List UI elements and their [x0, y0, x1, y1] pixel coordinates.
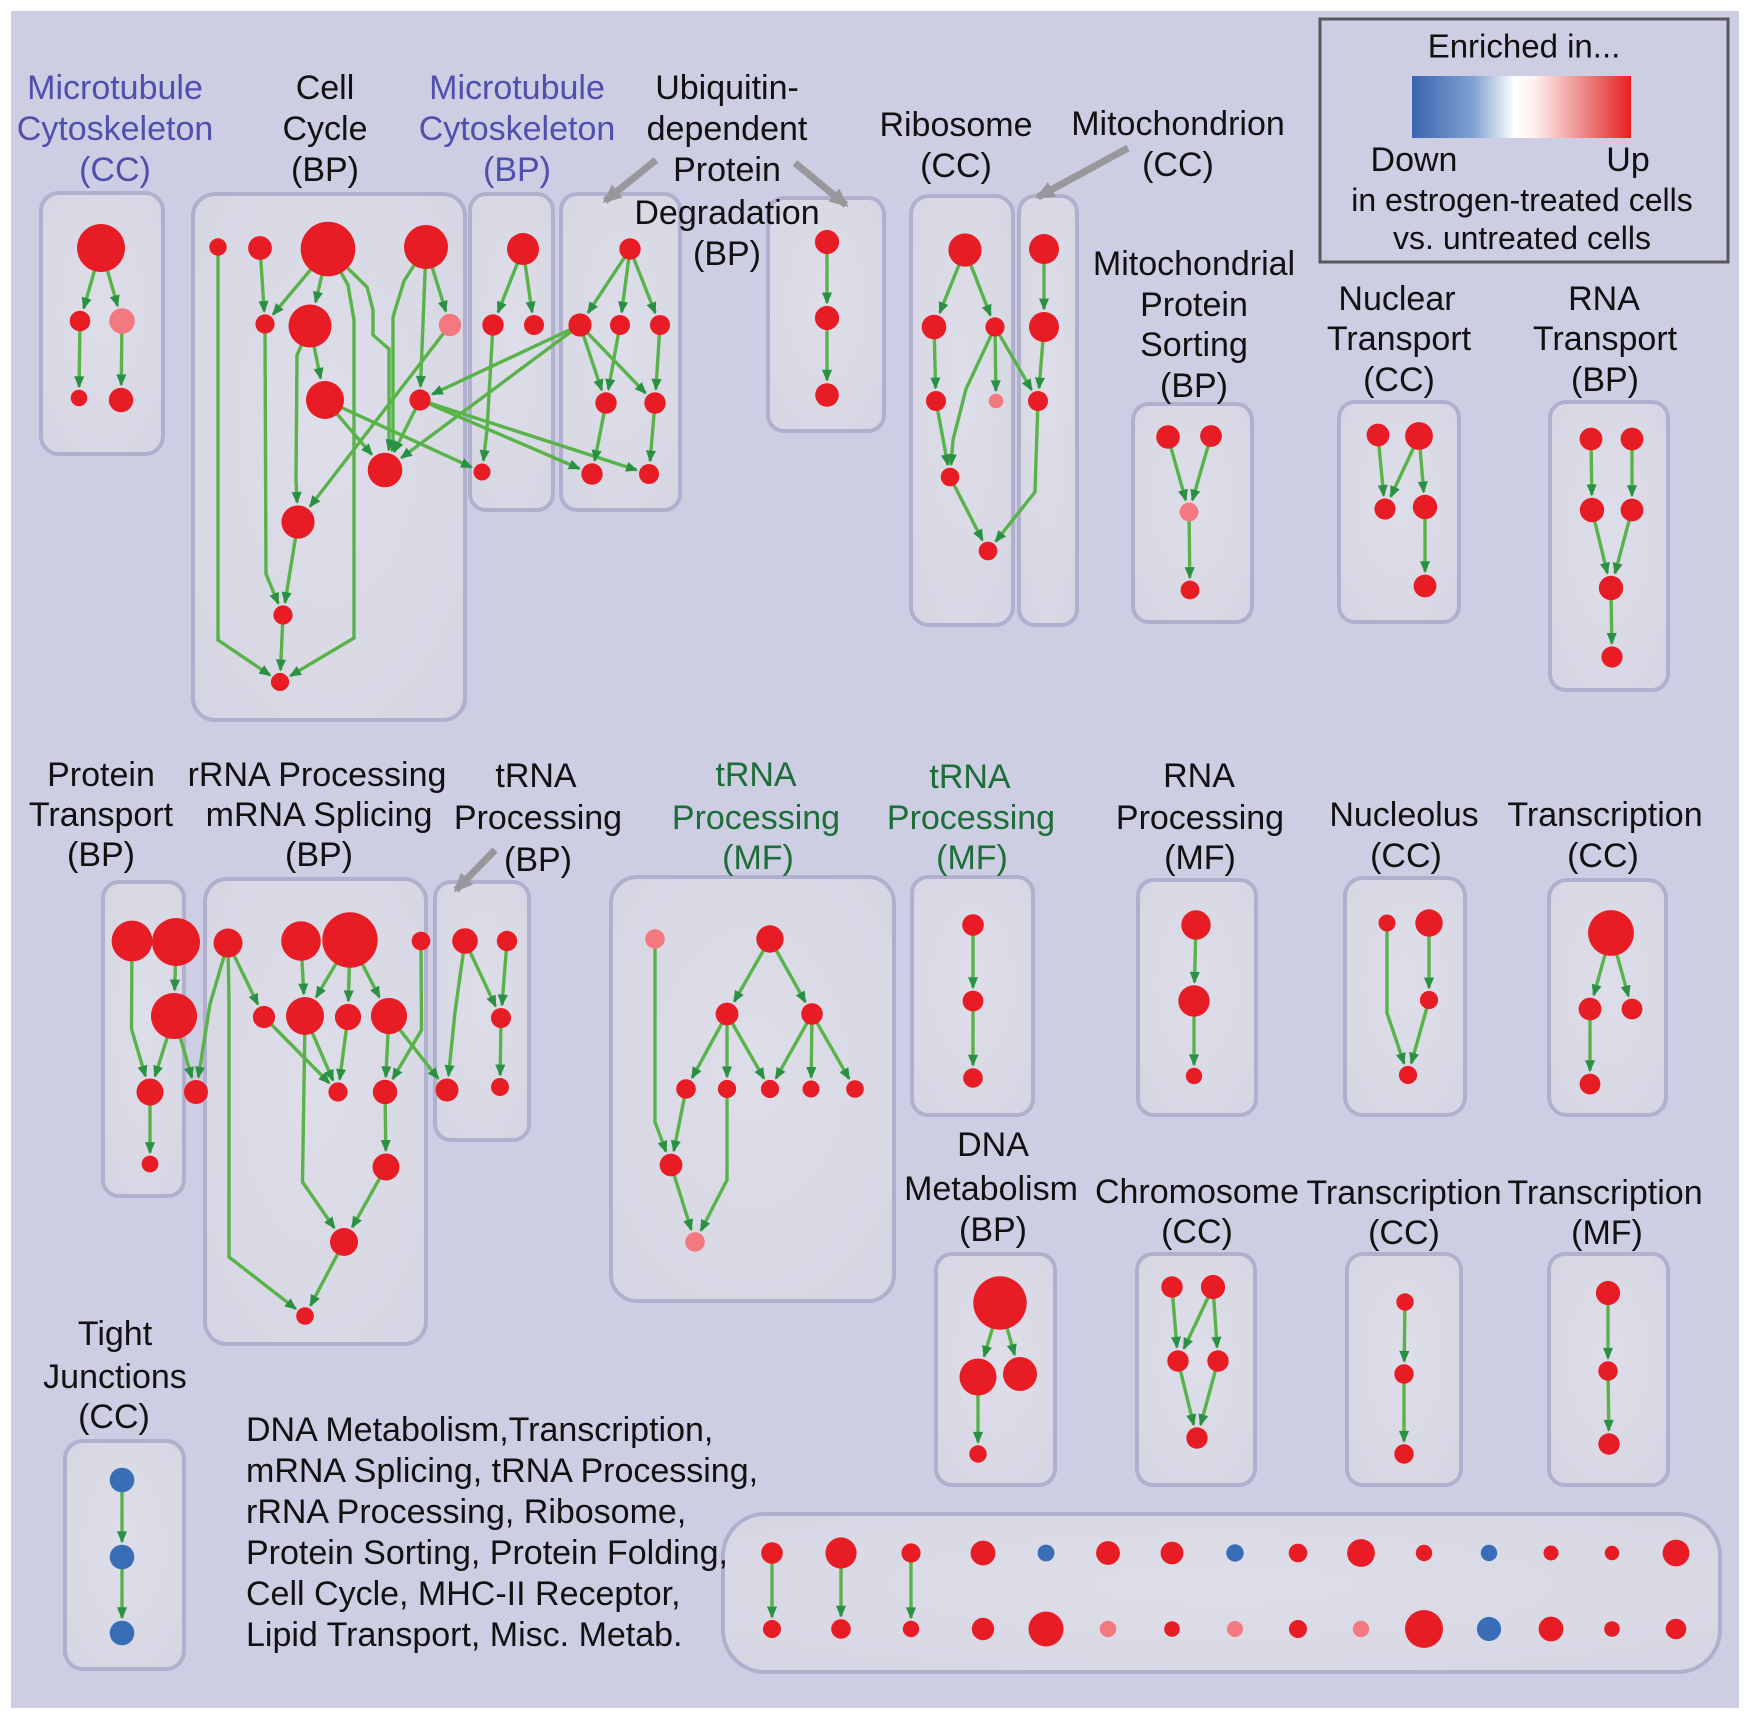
svg-text:Microtubule: Microtubule [429, 69, 605, 107]
svg-text:Ribosome: Ribosome [879, 106, 1032, 144]
svg-text:(CC): (CC) [1363, 361, 1435, 399]
svg-text:Nuclear: Nuclear [1338, 280, 1455, 318]
svg-text:Nucleolus: Nucleolus [1329, 796, 1478, 834]
svg-text:Protein Sorting, Protein Foldi: Protein Sorting, Protein Folding, [246, 1534, 728, 1572]
svg-text:Cell Cycle, MHC-II Receptor,: Cell Cycle, MHC-II Receptor, [246, 1575, 681, 1613]
svg-text:Protein: Protein [47, 756, 155, 794]
svg-text:DNA: DNA [957, 1126, 1029, 1164]
svg-text:RNA: RNA [1163, 757, 1235, 795]
svg-text:mRNA Splicing: mRNA Splicing [206, 796, 433, 834]
svg-text:(CC): (CC) [1161, 1213, 1233, 1251]
svg-text:(MF): (MF) [722, 839, 794, 877]
svg-text:(CC): (CC) [78, 1398, 150, 1436]
svg-text:Microtubule: Microtubule [27, 69, 203, 107]
svg-text:Ubiquitin-: Ubiquitin- [655, 69, 799, 107]
svg-text:tRNA: tRNA [495, 757, 577, 795]
svg-text:rRNA Processing: rRNA Processing [188, 756, 447, 794]
svg-text:Transcription: Transcription [1306, 1174, 1501, 1212]
svg-text:(BP): (BP) [483, 151, 551, 189]
svg-text:Processing: Processing [454, 799, 622, 837]
svg-text:RNA: RNA [1568, 280, 1640, 318]
svg-text:(CC): (CC) [1142, 146, 1214, 184]
svg-text:tRNA: tRNA [715, 756, 797, 794]
svg-text:(MF): (MF) [1571, 1214, 1643, 1252]
svg-text:(BP): (BP) [504, 841, 572, 879]
svg-text:mRNA Splicing, tRNA Processing: mRNA Splicing, tRNA Processing, [246, 1452, 758, 1490]
svg-text:(CC): (CC) [1368, 1214, 1440, 1252]
svg-text:Cytoskeleton: Cytoskeleton [17, 110, 214, 148]
svg-text:(CC): (CC) [1567, 837, 1639, 875]
svg-text:tRNA: tRNA [929, 758, 1011, 796]
svg-text:vs. untreated cells: vs. untreated cells [1393, 220, 1651, 256]
svg-text:(BP): (BP) [1160, 367, 1228, 405]
svg-text:(MF): (MF) [1164, 839, 1236, 877]
svg-text:Mitochondrion: Mitochondrion [1071, 105, 1285, 143]
svg-text:Cell: Cell [296, 69, 355, 107]
svg-text:Transport: Transport [1327, 320, 1472, 358]
svg-text:(MF): (MF) [936, 839, 1008, 877]
svg-text:Transport: Transport [29, 796, 174, 834]
svg-text:(BP): (BP) [291, 151, 359, 189]
svg-text:Transport: Transport [1533, 320, 1678, 358]
svg-text:Protein: Protein [1140, 286, 1248, 324]
svg-text:(BP): (BP) [67, 836, 135, 874]
svg-text:Transcription: Transcription [1507, 1174, 1702, 1212]
svg-text:Cycle: Cycle [282, 110, 367, 148]
svg-text:Sorting: Sorting [1140, 326, 1248, 364]
svg-text:Mitochondrial: Mitochondrial [1093, 245, 1295, 283]
svg-text:Lipid Transport, Misc. Metab.: Lipid Transport, Misc. Metab. [246, 1616, 683, 1654]
svg-text:Junctions: Junctions [43, 1358, 187, 1396]
svg-text:(CC): (CC) [1370, 837, 1442, 875]
svg-text:Up: Up [1606, 141, 1649, 179]
svg-text:Down: Down [1371, 141, 1458, 179]
svg-text:Processing: Processing [1116, 799, 1284, 837]
svg-text:DNA Metabolism,Transcription,: DNA Metabolism,Transcription, [246, 1411, 713, 1449]
svg-text:Transcription: Transcription [1507, 796, 1702, 834]
svg-text:Metabolism: Metabolism [904, 1170, 1078, 1208]
svg-text:Cytoskeleton: Cytoskeleton [419, 110, 616, 148]
svg-text:dependent: dependent [647, 110, 808, 148]
svg-text:Processing: Processing [887, 799, 1055, 837]
svg-text:(BP): (BP) [693, 235, 761, 273]
svg-text:Enriched in...: Enriched in... [1428, 28, 1621, 65]
svg-text:Tight: Tight [78, 1315, 153, 1353]
svg-text:Degradation: Degradation [634, 194, 819, 232]
svg-text:Protein: Protein [673, 151, 781, 189]
svg-text:(CC): (CC) [920, 147, 992, 185]
svg-text:(BP): (BP) [285, 836, 353, 874]
svg-text:in estrogen-treated cells: in estrogen-treated cells [1351, 182, 1693, 218]
svg-text:Chromosome: Chromosome [1095, 1173, 1299, 1211]
svg-text:(BP): (BP) [959, 1211, 1027, 1249]
svg-text:(BP): (BP) [1571, 361, 1639, 399]
svg-text:Processing: Processing [672, 799, 840, 837]
svg-text:(CC): (CC) [79, 151, 151, 189]
svg-text:rRNA Processing, Ribosome,: rRNA Processing, Ribosome, [246, 1493, 686, 1531]
